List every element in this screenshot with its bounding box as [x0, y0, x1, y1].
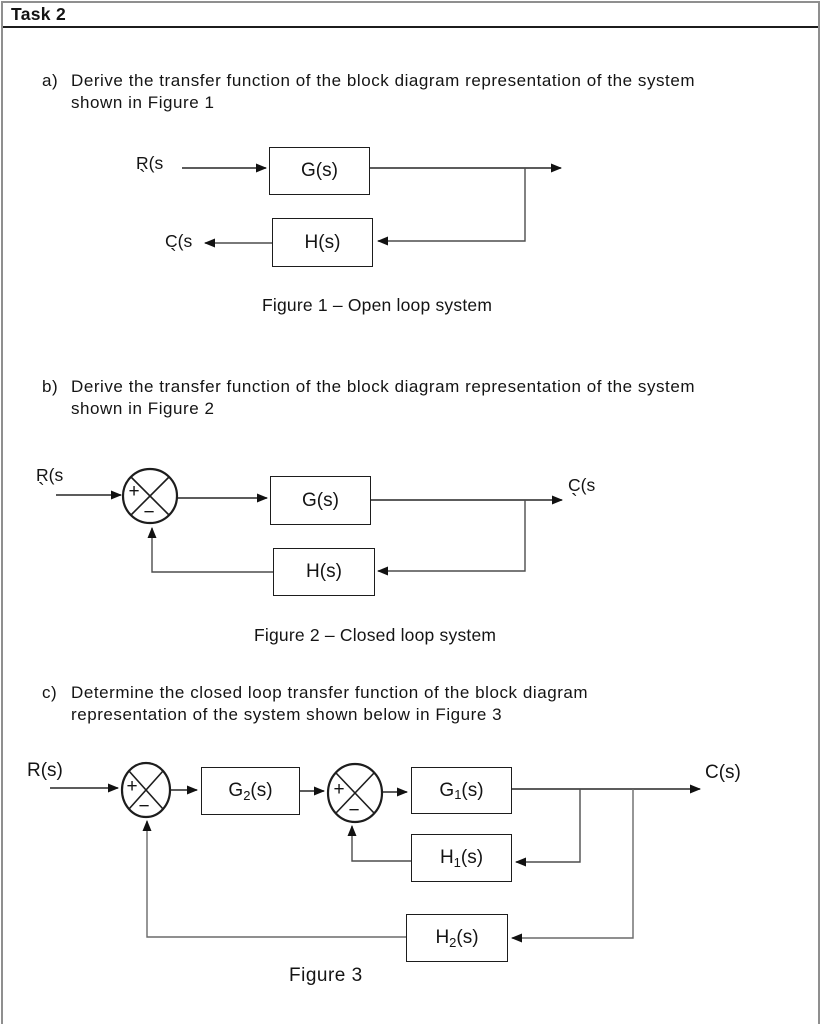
figure3-input-label: R(s) [27, 760, 63, 781]
figure1-caption: Figure 1 – Open loop system [262, 295, 493, 315]
figure2-output-label: C(s [568, 475, 596, 495]
page-border-top [1, 1, 820, 3]
figure3-sum1-minus-sign: − [138, 796, 150, 817]
page-border-right [818, 1, 820, 1024]
figure1-input-tick: ` [139, 167, 146, 189]
figure3-wires [50, 761, 701, 943]
task-item-b: b) Derive the transfer function of the b… [42, 376, 695, 420]
figure1-output-label: C(s [165, 231, 193, 251]
figure1-output-tick: ` [170, 246, 177, 268]
task-a-line2: shown in Figure 1 [71, 93, 215, 112]
figure2-output-tick: ` [571, 491, 578, 513]
figure3-sum2-minus-sign: − [348, 800, 360, 821]
figure3-sum2-plus-sign: + [333, 779, 345, 800]
figure1-block-G: G(s) [269, 147, 370, 195]
figure2-caption: Figure 2 – Closed loop system [254, 625, 497, 645]
task-c-line1: Determine the closed loop transfer funct… [71, 683, 589, 702]
figure3-output-label: C(s) [705, 762, 741, 783]
figure2-input-tick: ` [38, 480, 45, 502]
figure1-input-label: R(s [136, 153, 164, 173]
figure2-block-G: G(s) [270, 476, 371, 525]
task-b-line1: Derive the transfer function of the bloc… [71, 377, 696, 396]
page-title: Task 2 [11, 4, 66, 24]
header-rule [3, 26, 818, 28]
task-b-line2: shown in Figure 2 [71, 399, 215, 418]
task-item-c: c) Determine the closed loop transfer fu… [42, 682, 588, 726]
page-border-left [1, 1, 3, 1024]
figure1-wires [182, 163, 562, 248]
task-c-line2: representation of the system shown below… [71, 705, 503, 724]
figure3-caption: Figure 3 [289, 965, 363, 986]
figure1-block-H: H(s) [272, 218, 373, 267]
task-c-marker: c) [42, 683, 58, 702]
task-a-marker: a) [42, 71, 59, 90]
figure2-input-label: R(s [36, 465, 64, 485]
figure3-sum1-plus-sign: + [126, 776, 138, 797]
task-a-line1: Derive the transfer function of the bloc… [71, 71, 696, 90]
task-item-a: a) Derive the transfer function of the b… [42, 70, 695, 114]
figure2-sum-minus-sign: − [143, 502, 155, 523]
figure2-sum-plus-sign: + [128, 481, 140, 502]
figure2-wires [56, 467, 563, 576]
figure2-block-H: H(s) [273, 548, 375, 596]
task-b-marker: b) [42, 377, 59, 396]
